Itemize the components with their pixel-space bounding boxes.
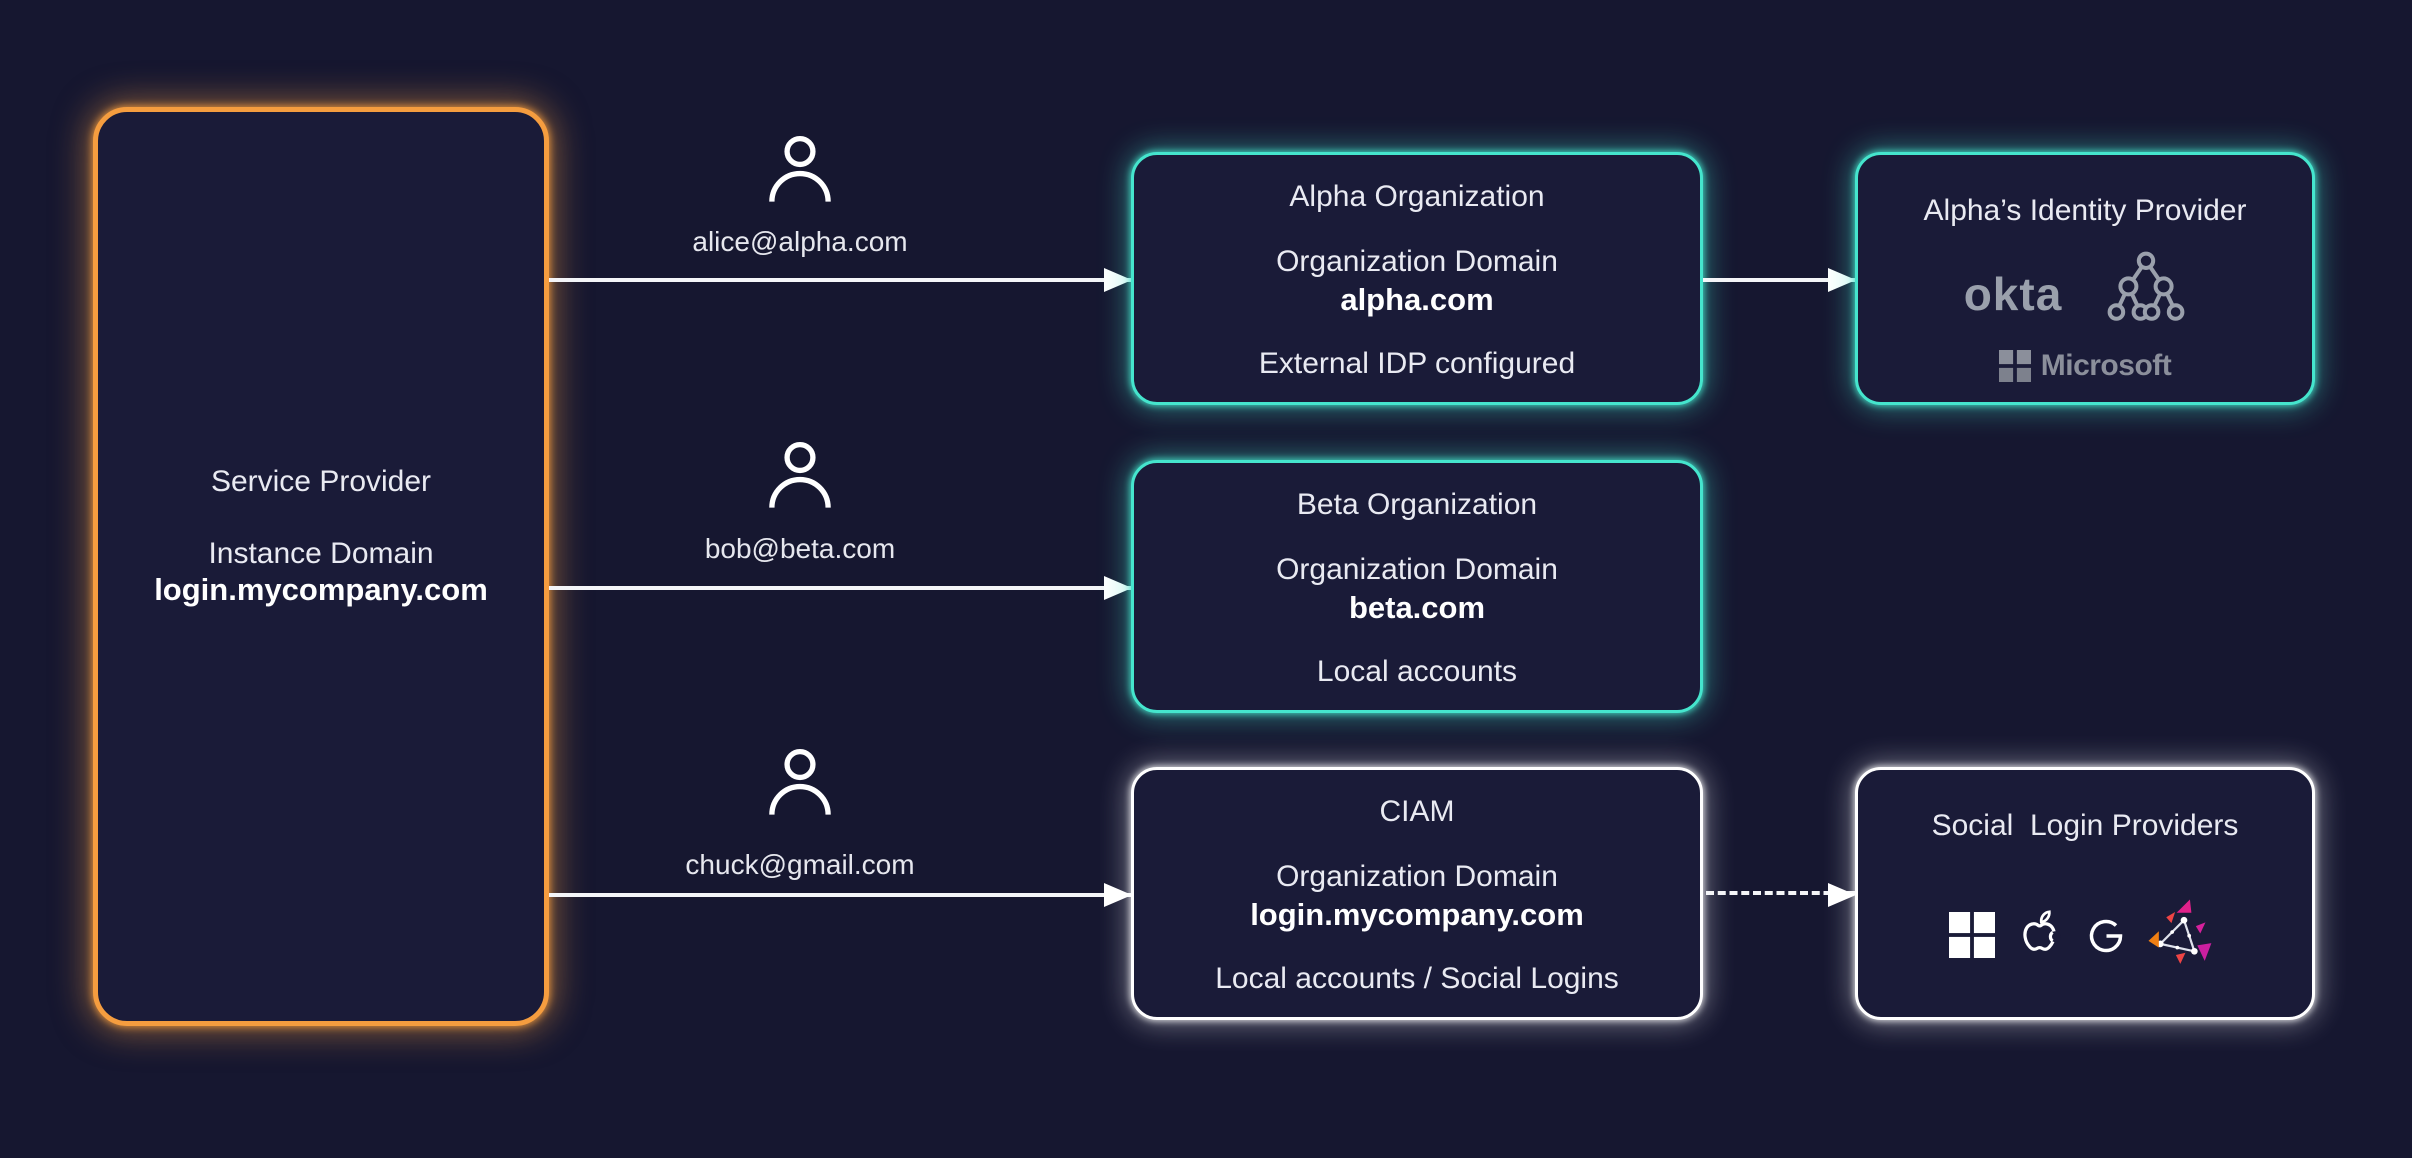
service-provider-title: Service Provider (210, 465, 432, 498)
org-note: Local accounts / Social Logins (1215, 962, 1619, 995)
instance-domain-value: login.mycompany.com (154, 572, 488, 607)
arrow-to-alpha-idp (1703, 268, 1856, 292)
dashed-arrow-to-social-providers (1706, 883, 1856, 907)
social-providers-title: Social Login Providers (1931, 809, 2239, 842)
microsoft-icon (1949, 912, 1995, 958)
alpha-organization-box: Alpha Organization Organization Domain a… (1131, 152, 1703, 405)
zitadel-icon (2148, 899, 2212, 964)
user-email: chuck@gmail.com (685, 849, 915, 880)
arrowhead-icon (1104, 576, 1132, 600)
user-email: bob@beta.com (704, 533, 896, 564)
arrow-to-alpha-org (549, 268, 1132, 292)
org-domain-label: Organization Domain (1276, 244, 1558, 278)
org-note: External IDP configured (1258, 347, 1576, 380)
arrowhead-icon (1104, 268, 1132, 292)
org-domain-value: login.mycompany.com (1250, 896, 1584, 932)
org-domain-value: beta.com (1348, 589, 1486, 625)
arrow-to-ciam-org (549, 883, 1132, 907)
instance-domain-label: Instance Domain (208, 537, 434, 570)
google-icon (2089, 919, 2123, 953)
org-title: Alpha Organization (1289, 180, 1545, 213)
org-domain-label: Organization Domain (1276, 859, 1558, 893)
apple-icon (2023, 910, 2061, 951)
arrowhead-icon (1104, 883, 1132, 907)
beta-organization-box: Beta Organization Organization Domain be… (1131, 460, 1703, 713)
arrowhead-icon (1828, 883, 1856, 907)
microsoft-logo: Microsoft (1858, 349, 2312, 383)
user-icon (769, 748, 831, 815)
org-title: Beta Organization (1296, 488, 1538, 521)
microsoft-label: Microsoft (2040, 349, 2172, 382)
microsoft-squares-icon (1998, 350, 2031, 382)
org-title: CIAM (1379, 795, 1455, 828)
user-icon (769, 441, 831, 508)
okta-logo: okta (1963, 268, 2063, 320)
directory-tree-icon (2107, 251, 2185, 321)
idp-title: Alpha’s Identity Provider (1923, 194, 2247, 227)
arrowhead-icon (1828, 268, 1856, 292)
user-icon (769, 135, 831, 202)
service-provider-box: Service Provider Instance Domain login.m… (93, 107, 549, 1026)
social-provider-icons (1858, 898, 2312, 972)
arrow-to-beta-org (549, 576, 1132, 600)
org-note: Local accounts (1316, 655, 1518, 688)
user-email: alice@alpha.com (692, 226, 908, 257)
org-domain-label: Organization Domain (1276, 552, 1558, 586)
alpha-identity-provider-box: Alpha’s Identity Provider okta Microsoft (1855, 152, 2315, 405)
ciam-organization-box: CIAM Organization Domain login.mycompany… (1131, 767, 1703, 1020)
social-login-providers-box: Social Login Providers (1855, 767, 2315, 1020)
org-domain-value: alpha.com (1340, 281, 1494, 317)
